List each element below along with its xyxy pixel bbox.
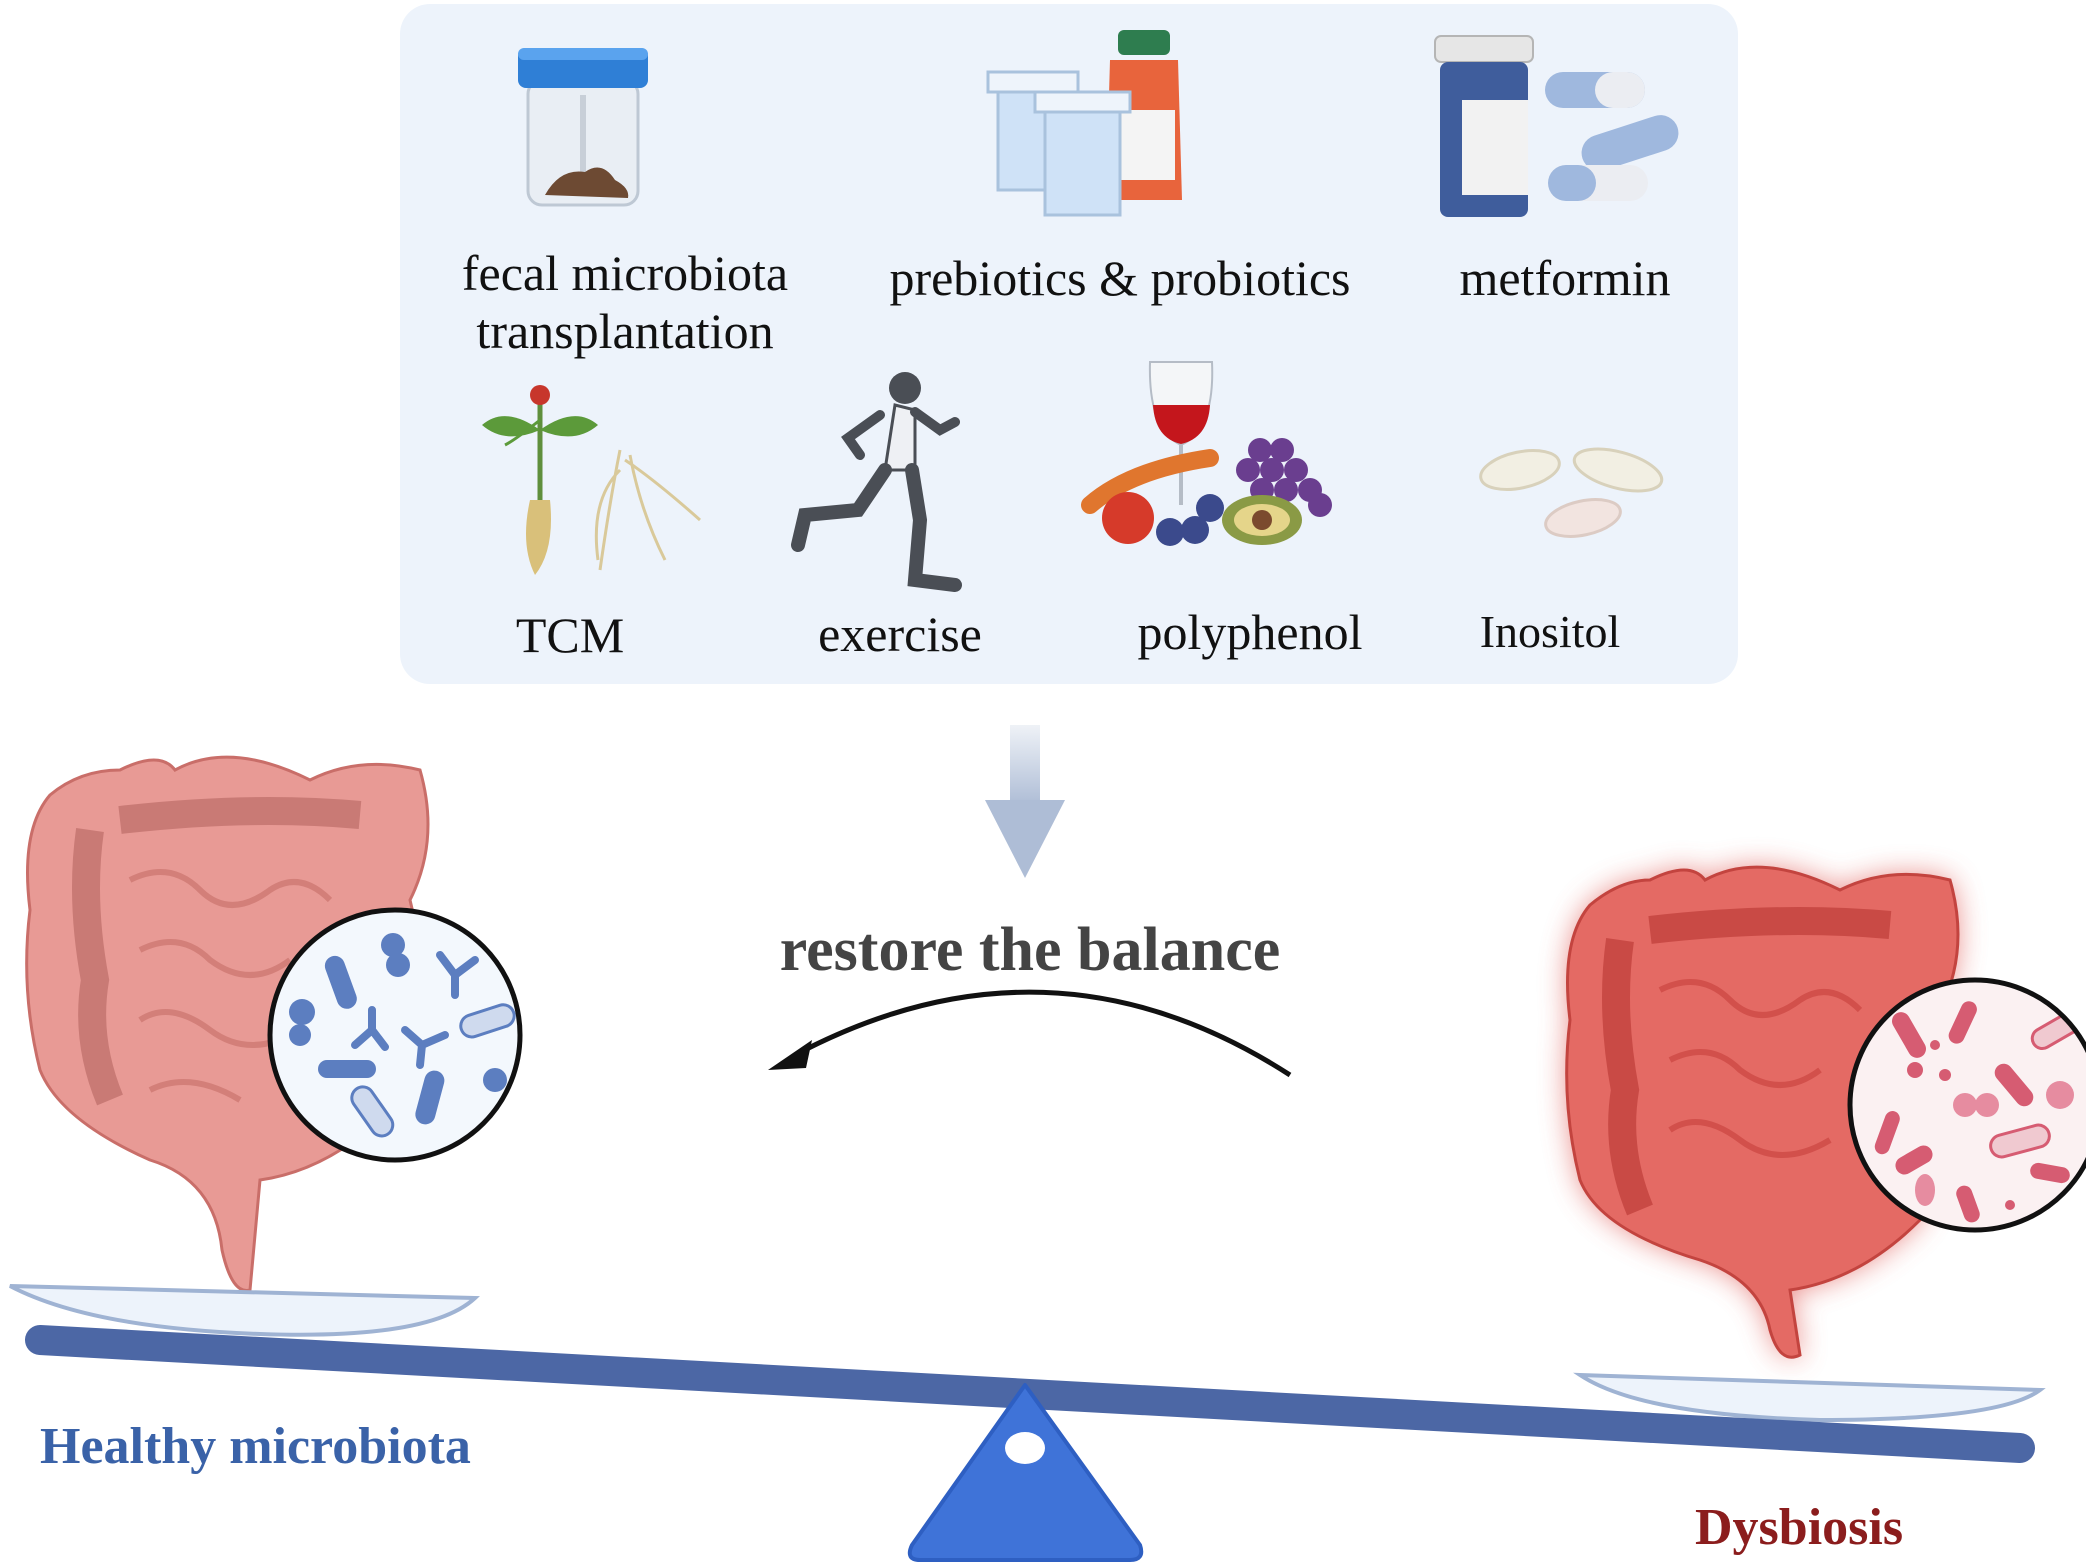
- label-fmt: fecal microbiota transplantation: [461, 245, 789, 359]
- wine-fruit-icon: [1081, 361, 1332, 546]
- healthy-microbiota-label: Healthy microbiota: [40, 1418, 471, 1475]
- right-scale-pan: [1573, 1372, 2046, 1423]
- yogurt-bottle-icon: [986, 30, 1182, 217]
- restore-balance-label: restore the balance: [779, 916, 1281, 984]
- scale-fulcrum: [907, 1383, 1144, 1562]
- label-exercise: exercise: [818, 606, 982, 662]
- label-inositol: Inositol: [1479, 606, 1621, 657]
- pill-bottle-icon: [1434, 35, 1679, 217]
- interventions-panel: [400, 4, 1738, 684]
- dysbiosis-intestine-icon: [1565, 865, 1960, 1359]
- stool-container-icon: [518, 48, 648, 207]
- label-polyphenol: polyphenol: [1137, 604, 1363, 660]
- label-prebiotics: prebiotics & probiotics: [889, 250, 1351, 306]
- ginseng-icon: [482, 385, 701, 575]
- healthy-intestine-icon: [25, 755, 430, 1292]
- left-scale-pan: [9, 1284, 480, 1337]
- label-metformin: metformin: [1459, 250, 1671, 306]
- runner-icon: [791, 372, 962, 592]
- healthy-microbe-magnifier-icon: [267, 907, 523, 1163]
- label-tcm: TCM: [515, 607, 625, 663]
- tablets-icon: [1479, 447, 1664, 538]
- restore-arrow: [768, 989, 1292, 1078]
- dysbiosis-label: Dysbiosis: [1695, 1499, 1904, 1556]
- dysbiosis-microbe-magnifier-icon: [1847, 977, 2086, 1233]
- down-arrow: [985, 725, 1065, 878]
